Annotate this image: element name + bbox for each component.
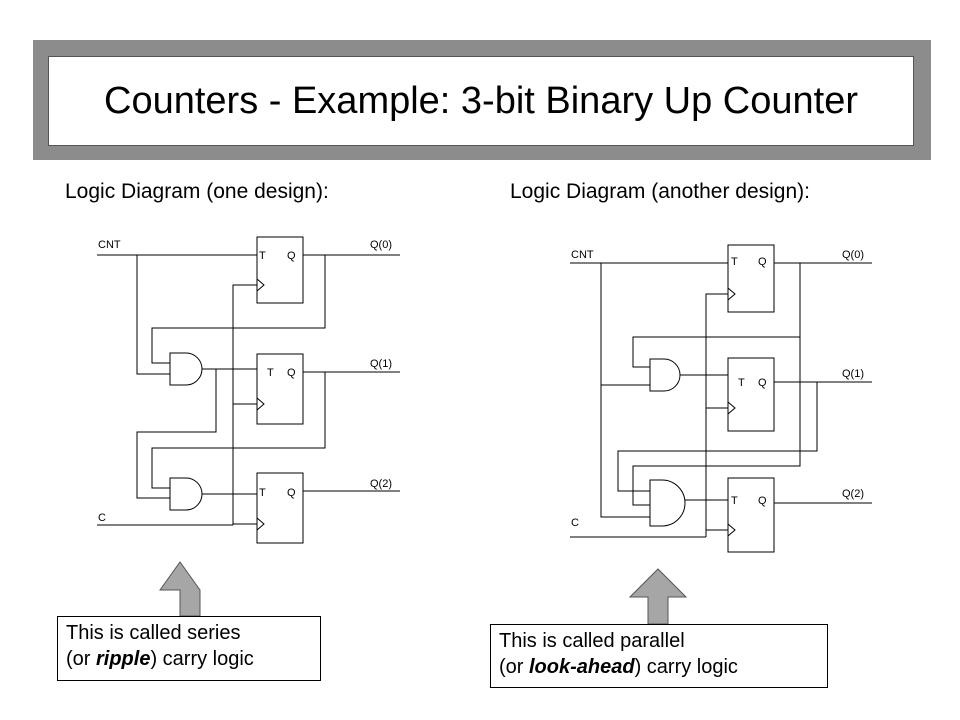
right-ff0-t: T bbox=[731, 256, 738, 268]
series-note-emphasis: ripple bbox=[96, 648, 151, 670]
right-flipflop-0 bbox=[727, 244, 775, 313]
series-carry-note: This is called series (or ripple) carry … bbox=[57, 616, 321, 681]
left-ff2-q: Q bbox=[287, 487, 296, 499]
right-ff0-q: Q bbox=[758, 256, 767, 268]
right-clock-2 bbox=[727, 523, 736, 537]
parallel-note-line1: This is called parallel bbox=[499, 630, 685, 652]
right-label-cnt: CNT bbox=[571, 249, 594, 261]
parallel-carry-note: This is called parallel (or look-ahead) … bbox=[490, 624, 828, 688]
right-label-c: C bbox=[571, 517, 579, 529]
series-note-line1: This is called series bbox=[66, 622, 241, 644]
left-and-gate-1 bbox=[169, 352, 203, 386]
left-flipflop-0 bbox=[256, 236, 304, 304]
right-output-q2: Q(2) bbox=[842, 488, 864, 500]
left-output-q2: Q(2) bbox=[370, 478, 392, 490]
caption-another-design: Logic Diagram (another design): bbox=[510, 180, 810, 203]
right-and-gate-1 bbox=[649, 358, 681, 392]
left-output-q1: Q(1) bbox=[370, 358, 392, 370]
left-and-gate-2 bbox=[169, 477, 203, 511]
right-parallel-circuit bbox=[570, 244, 872, 553]
left-flipflop-1 bbox=[256, 353, 304, 425]
left-flipflop-2 bbox=[256, 472, 304, 544]
caption-one-design: Logic Diagram (one design): bbox=[65, 180, 329, 203]
series-note-line2: (or ripple) carry logic bbox=[66, 646, 312, 672]
series-note-suffix: ) carry logic bbox=[150, 648, 254, 670]
right-output-q0: Q(0) bbox=[842, 249, 864, 261]
left-ff1-q: Q bbox=[287, 367, 296, 379]
right-clock-0 bbox=[727, 287, 736, 301]
left-output-q0: Q(0) bbox=[370, 239, 392, 251]
series-note-prefix: (or bbox=[66, 648, 96, 670]
parallel-note-prefix: (or bbox=[499, 656, 529, 678]
right-ff2-q: Q bbox=[758, 495, 767, 507]
left-callout-arrow-icon bbox=[159, 561, 201, 617]
right-ff2-t: T bbox=[731, 495, 738, 507]
left-label-c: C bbox=[98, 512, 106, 524]
page-title: Counters - Example: 3-bit Binary Up Coun… bbox=[104, 79, 858, 122]
left-ff0-q: Q bbox=[287, 250, 296, 262]
right-flipflop-1 bbox=[727, 357, 775, 432]
parallel-note-emphasis: look-ahead bbox=[529, 656, 635, 678]
left-ff2-t: T bbox=[259, 487, 266, 499]
right-flipflop-2 bbox=[727, 477, 775, 553]
right-output-q1: Q(1) bbox=[842, 368, 864, 380]
left-clock-0 bbox=[256, 278, 265, 292]
parallel-note-suffix: ) carry logic bbox=[634, 656, 738, 678]
right-callout-arrow-icon bbox=[628, 568, 688, 625]
left-ff1-t: T bbox=[267, 367, 274, 379]
right-clock-1 bbox=[727, 401, 736, 415]
right-ff1-t: T bbox=[738, 377, 745, 389]
left-series-circuit bbox=[97, 236, 400, 544]
parallel-note-line2: (or look-ahead) carry logic bbox=[499, 654, 819, 680]
left-clock-1 bbox=[256, 397, 265, 411]
left-label-cnt: CNT bbox=[98, 239, 121, 251]
right-ff1-q: Q bbox=[758, 377, 767, 389]
left-ff0-t: T bbox=[259, 250, 266, 262]
left-clock-2 bbox=[256, 517, 265, 531]
right-and-gate-2 bbox=[649, 479, 686, 527]
title-box: Counters - Example: 3-bit Binary Up Coun… bbox=[48, 56, 914, 146]
